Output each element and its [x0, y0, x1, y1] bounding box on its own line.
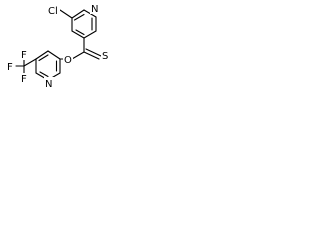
bond	[35, 50, 49, 60]
bond	[23, 58, 37, 67]
bond	[47, 50, 61, 60]
atom-labels: Cl N S N O F F F	[6, 2, 111, 90]
bond	[71, 9, 85, 19]
bond	[39, 71, 49, 78]
fluorine-top-atom-label: F	[21, 50, 27, 61]
fluorine-top-label-background	[20, 49, 28, 60]
bonds	[15, 9, 102, 81]
bond	[73, 13, 85, 21]
top-nitrogen-atom-label: N	[91, 4, 98, 15]
oxygen-atom-label: O	[64, 55, 72, 66]
chemical-structure-diagram: Cl N S N O F F F	[6, 2, 111, 90]
fluorine-left-label-background	[6, 61, 14, 72]
fluorine-bottom-label-background	[20, 73, 28, 84]
bond	[71, 51, 85, 60]
bottom-nitrogen-atom-label: N	[45, 79, 52, 90]
bottom-nitrogen-label-background	[44, 77, 54, 89]
bond	[59, 9, 73, 19]
bond	[85, 48, 102, 57]
sulfur-label-background	[101, 49, 111, 61]
bond	[83, 51, 100, 60]
chlorine-label-background	[47, 4, 60, 16]
bond	[83, 30, 97, 39]
top-nitrogen-label-background	[90, 2, 100, 14]
chlorine-atom-label: Cl	[48, 6, 58, 17]
oxygen-label-background	[63, 53, 73, 65]
bond	[71, 30, 85, 39]
bond	[75, 29, 85, 36]
fluorine-left-atom-label: F	[7, 62, 13, 73]
fluorine-bottom-atom-label: F	[21, 74, 27, 85]
bond	[38, 54, 49, 62]
sulfur-atom-label: S	[102, 51, 108, 62]
